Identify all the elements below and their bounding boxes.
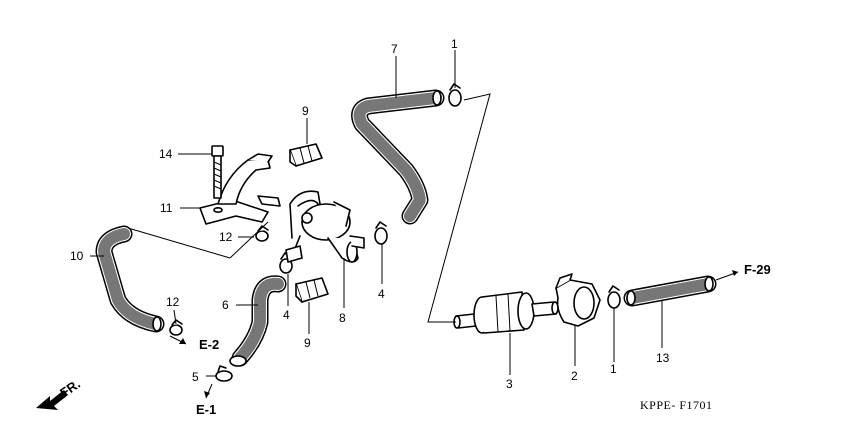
hose-7	[351, 89, 445, 225]
callout-6: 6	[222, 298, 229, 312]
callout-8: 8	[339, 311, 346, 325]
callout-12: 12	[166, 295, 180, 309]
callout-5: 5	[192, 370, 199, 384]
callout-3: 3	[506, 377, 513, 391]
leader-lines	[90, 50, 663, 377]
callout-7: 7	[391, 42, 398, 56]
callout-1: 1	[610, 362, 617, 376]
clip-1-upper	[448, 83, 462, 107]
filter-3	[453, 291, 559, 334]
clip-12-upper	[255, 225, 269, 242]
ref-f29: F-29	[744, 262, 771, 277]
ref-e1: E-1	[196, 402, 216, 417]
callout-14: 14	[159, 147, 173, 161]
bracket-11	[199, 153, 281, 225]
valve-fitting	[285, 245, 303, 263]
callout-9: 9	[302, 104, 309, 118]
mount-9-lower	[295, 277, 329, 303]
hose-13	[623, 275, 717, 307]
diagram-code: KPPE- F1701	[640, 398, 713, 412]
mount-9-upper	[289, 143, 323, 167]
clip-5	[215, 365, 233, 382]
arrow-e2	[169, 335, 187, 345]
callout-11: 11	[160, 201, 173, 215]
clip-4-upper	[374, 221, 388, 245]
callout-13: 13	[656, 351, 670, 365]
valve-8	[289, 190, 365, 263]
arrow-e1	[204, 383, 213, 399]
callout-10: 10	[70, 249, 84, 263]
callout-9: 9	[304, 336, 311, 350]
bolt-14	[211, 145, 224, 199]
ref-e2: E-2	[199, 337, 219, 352]
arrow-f29	[715, 270, 739, 281]
callout-1: 1	[451, 37, 458, 51]
clip-12-lower	[169, 319, 183, 336]
clip-1-lower	[607, 285, 621, 309]
holder-2	[555, 273, 601, 327]
callout-4: 4	[378, 287, 385, 301]
callout-12: 12	[219, 230, 233, 244]
hose-6	[229, 275, 287, 367]
callout-2: 2	[571, 369, 578, 383]
hose-10	[95, 225, 165, 333]
callout-4: 4	[283, 308, 290, 322]
front-arrow-icon	[36, 390, 68, 410]
